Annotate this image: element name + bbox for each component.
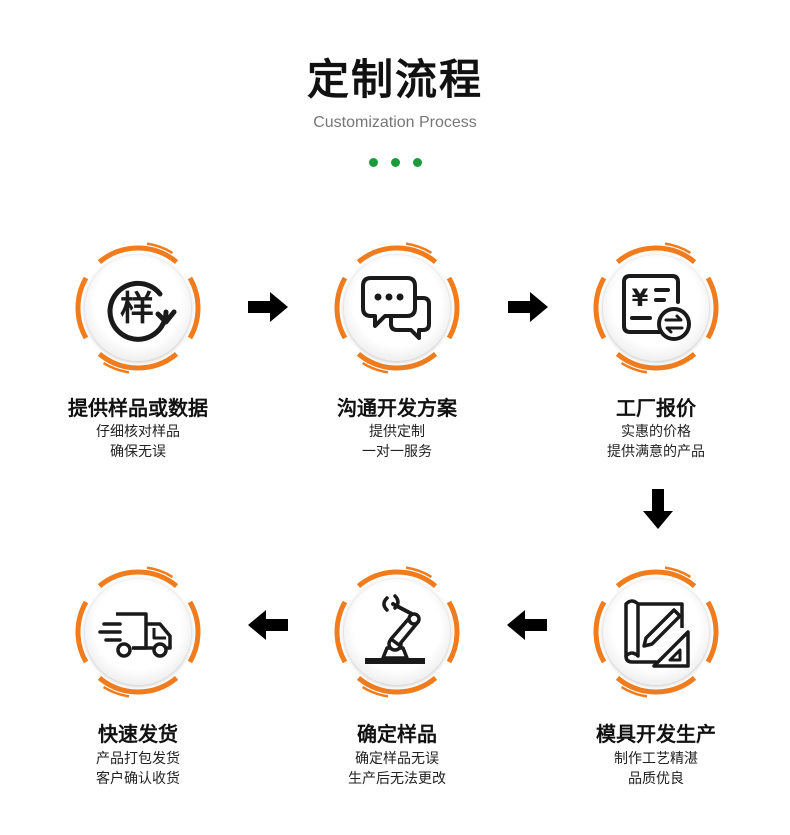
ring-segment bbox=[615, 352, 697, 371]
badge-disc bbox=[344, 579, 450, 685]
step-title: 提供样品或数据 bbox=[68, 396, 208, 420]
step-desc-line1: 产品打包发货 bbox=[96, 751, 180, 767]
ring-segment bbox=[405, 242, 433, 254]
ring-segment bbox=[405, 566, 433, 578]
ring-segment bbox=[446, 276, 460, 340]
page-title: 定制流程 bbox=[306, 55, 483, 104]
ring-segment bbox=[615, 245, 697, 264]
ring-segment bbox=[146, 242, 174, 254]
step-title: 工厂报价 bbox=[616, 396, 696, 420]
design-icon bbox=[624, 599, 690, 668]
robot-arm-icon bbox=[365, 594, 425, 664]
svg-text:¥: ¥ bbox=[632, 284, 649, 312]
step-desc-line1: 制作工艺精湛 bbox=[614, 751, 698, 767]
ring-segment bbox=[620, 362, 648, 374]
step-title: 模具开发生产 bbox=[596, 722, 716, 746]
badge-disc bbox=[344, 255, 450, 361]
ring-segment bbox=[705, 276, 719, 340]
badge-disc: ¥ bbox=[603, 255, 709, 361]
step-title: 快速发货 bbox=[98, 722, 178, 746]
step-desc-line2: 客户确认收货 bbox=[96, 771, 180, 787]
sample-icon: 样 bbox=[107, 280, 177, 342]
svg-text:样: 样 bbox=[120, 289, 154, 329]
ring-segment bbox=[97, 569, 179, 588]
ring-segment bbox=[102, 686, 130, 698]
page-subtitle: Customization Process bbox=[313, 114, 477, 131]
step-desc-line2: 提供满意的产品 bbox=[607, 444, 705, 460]
step-badge bbox=[331, 242, 463, 374]
step-title: 沟通开发方案 bbox=[337, 396, 457, 420]
ring-segment bbox=[97, 676, 179, 695]
ring-segment bbox=[664, 242, 692, 254]
ring-segment bbox=[97, 352, 179, 371]
step-desc-line1: 仔细核对样品 bbox=[96, 424, 180, 440]
ring-segment bbox=[97, 245, 179, 264]
step-desc-line1: 提供定制 bbox=[369, 424, 425, 440]
step-desc-line2: 品质优良 bbox=[628, 771, 684, 787]
ring-segment bbox=[146, 566, 174, 578]
orange-ring bbox=[593, 242, 719, 374]
ring-segment bbox=[356, 676, 438, 695]
ring-segment bbox=[102, 362, 130, 374]
ring-segment bbox=[356, 352, 438, 371]
ring-segment bbox=[615, 569, 697, 588]
ring-segment bbox=[593, 600, 607, 664]
orange-ring bbox=[593, 566, 719, 698]
chat-icon bbox=[361, 276, 431, 340]
ring-segment bbox=[75, 276, 89, 340]
arrow-down-icon bbox=[643, 489, 673, 529]
ring-segment bbox=[356, 569, 438, 588]
step-badge: 样 bbox=[72, 242, 204, 374]
badge-disc: 样 bbox=[85, 255, 191, 361]
dot bbox=[412, 158, 422, 167]
step-desc-line1: 确定样品无误 bbox=[355, 751, 439, 767]
step-badge bbox=[590, 566, 722, 698]
arrow-left-icon bbox=[248, 610, 288, 640]
orange-ring bbox=[75, 566, 201, 698]
badge-disc bbox=[85, 579, 191, 685]
step-badge bbox=[72, 566, 204, 698]
truck-icon bbox=[98, 612, 172, 658]
step-title: 确定样品 bbox=[357, 722, 437, 746]
ring-segment bbox=[620, 686, 648, 698]
arrow-left-icon bbox=[507, 610, 547, 640]
step-badge bbox=[331, 566, 463, 698]
ring-segment bbox=[356, 245, 438, 264]
dot-divider bbox=[0, 158, 790, 167]
orange-ring bbox=[334, 566, 460, 698]
step-desc-line1: 实惠的价格 bbox=[621, 424, 691, 440]
orange-ring bbox=[75, 242, 201, 374]
ring-segment bbox=[361, 362, 389, 374]
badge-disc bbox=[603, 579, 709, 685]
ring-segment bbox=[664, 566, 692, 578]
dot bbox=[368, 158, 378, 167]
ring-segment bbox=[361, 686, 389, 698]
step-desc-line2: 确保无误 bbox=[110, 444, 166, 460]
ring-segment bbox=[187, 600, 201, 664]
ring-segment bbox=[334, 276, 348, 340]
ring-segment bbox=[446, 600, 460, 664]
quote-icon: ¥ bbox=[622, 274, 691, 341]
ring-segment bbox=[705, 600, 719, 664]
ring-segment bbox=[334, 600, 348, 664]
dot bbox=[390, 158, 400, 167]
arrow-right-icon bbox=[508, 292, 548, 322]
orange-ring bbox=[334, 242, 460, 374]
step-badge: ¥ bbox=[590, 242, 722, 374]
step-desc-line2: 生产后无法更改 bbox=[348, 771, 446, 787]
ring-segment bbox=[593, 276, 607, 340]
arrow-right-icon bbox=[248, 292, 288, 322]
ring-segment bbox=[615, 676, 697, 695]
step-desc-line2: 一对一服务 bbox=[362, 444, 432, 460]
ring-segment bbox=[187, 276, 201, 340]
ring-segment bbox=[75, 600, 89, 664]
